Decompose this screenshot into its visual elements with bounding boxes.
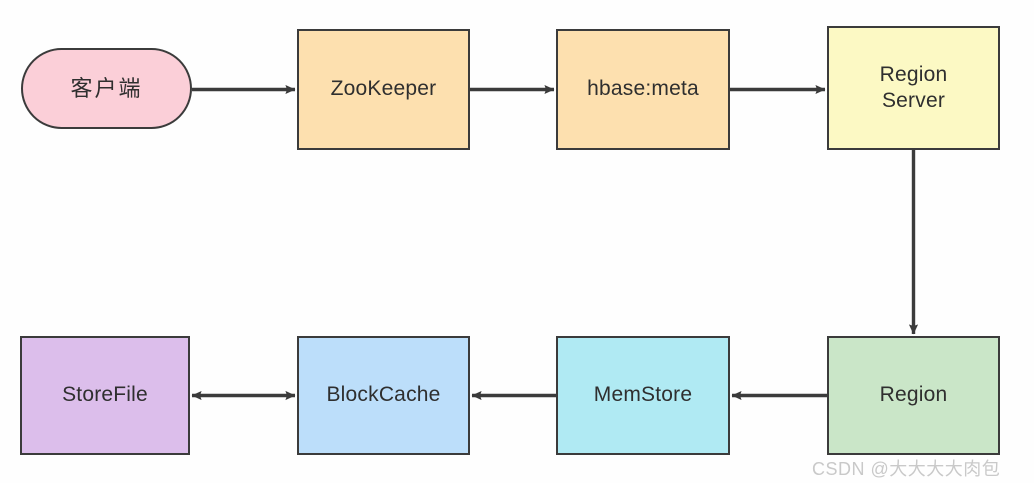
csdn-watermark: CSDN @大大大大肉包	[812, 459, 1001, 479]
node-zookeeper[interactable]: ZooKeeper	[297, 29, 470, 150]
node-memstore[interactable]: MemStore	[556, 336, 730, 455]
node-storefile[interactable]: StoreFile	[20, 336, 190, 455]
node-zookeeper-label: ZooKeeper	[330, 77, 437, 101]
node-region-server-label: Region Server	[879, 62, 948, 112]
node-client-label: 客户端	[70, 75, 143, 101]
node-storefile-label: StoreFile	[62, 383, 148, 407]
node-region[interactable]: Region	[827, 336, 1000, 455]
node-blockcache[interactable]: BlockCache	[297, 336, 470, 455]
node-blockcache-label: BlockCache	[326, 383, 441, 407]
node-region-server[interactable]: Region Server	[827, 26, 1000, 150]
node-memstore-label: MemStore	[593, 383, 693, 407]
node-hbase-meta-label: hbase:meta	[587, 77, 699, 101]
node-region-label: Region	[879, 383, 948, 407]
node-hbase-meta[interactable]: hbase:meta	[556, 29, 730, 150]
node-client[interactable]: 客户端	[21, 48, 192, 129]
